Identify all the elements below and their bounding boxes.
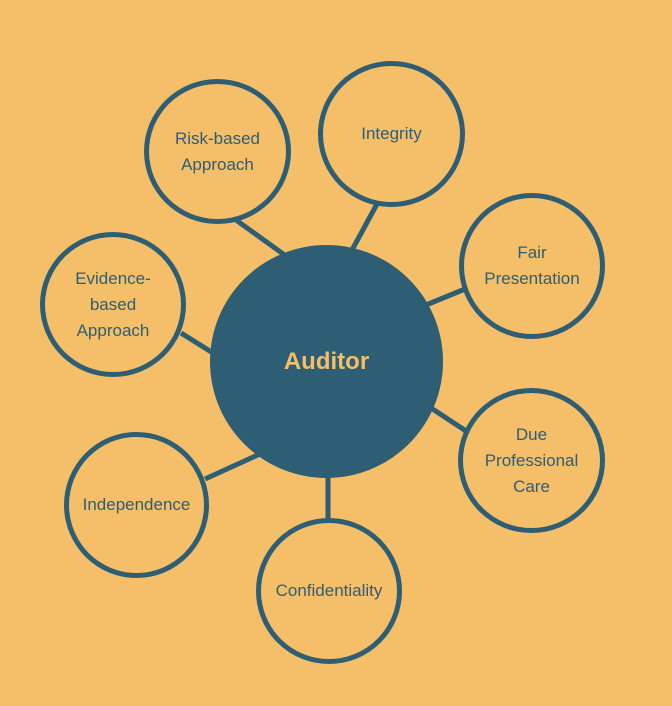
node-label-line: Evidence- bbox=[75, 268, 151, 288]
node-label-line: Confidentiality bbox=[275, 581, 383, 600]
node-label-line: Integrity bbox=[361, 124, 422, 143]
node-label-line: Due bbox=[515, 424, 548, 444]
center-node-auditor: Auditor bbox=[210, 245, 443, 478]
center-label: Auditor bbox=[283, 347, 370, 375]
connector-independence bbox=[203, 451, 262, 482]
node-confidentiality: Confidentiality bbox=[256, 518, 402, 664]
connector-fair bbox=[425, 286, 466, 308]
node-independence: Independence bbox=[64, 432, 209, 578]
node-risk-based-approach: Risk-based Approach bbox=[144, 79, 291, 224]
node-label-line: Care bbox=[513, 476, 550, 496]
connector-integrity bbox=[349, 202, 380, 252]
node-due-professional-care: Due Professional Care bbox=[458, 388, 605, 533]
node-label-line: Approach bbox=[76, 320, 150, 340]
node-integrity: Integrity bbox=[318, 61, 465, 207]
node-label-line: Professional bbox=[484, 450, 579, 470]
connector-due bbox=[429, 405, 468, 434]
node-label-line: Presentation bbox=[484, 269, 580, 288]
node-label-line: Approach bbox=[181, 154, 254, 174]
node-label-line: Independence bbox=[82, 495, 191, 514]
node-evidence-based-approach: Evidence- based Approach bbox=[40, 232, 186, 377]
node-label-line: Risk-based bbox=[174, 128, 261, 148]
connector-evidence bbox=[179, 330, 215, 356]
node-label-line: Fair bbox=[517, 243, 547, 262]
node-label-line: based bbox=[89, 294, 137, 314]
connector-risk bbox=[234, 217, 288, 259]
node-fair-presentation: Fair Presentation bbox=[459, 193, 605, 339]
